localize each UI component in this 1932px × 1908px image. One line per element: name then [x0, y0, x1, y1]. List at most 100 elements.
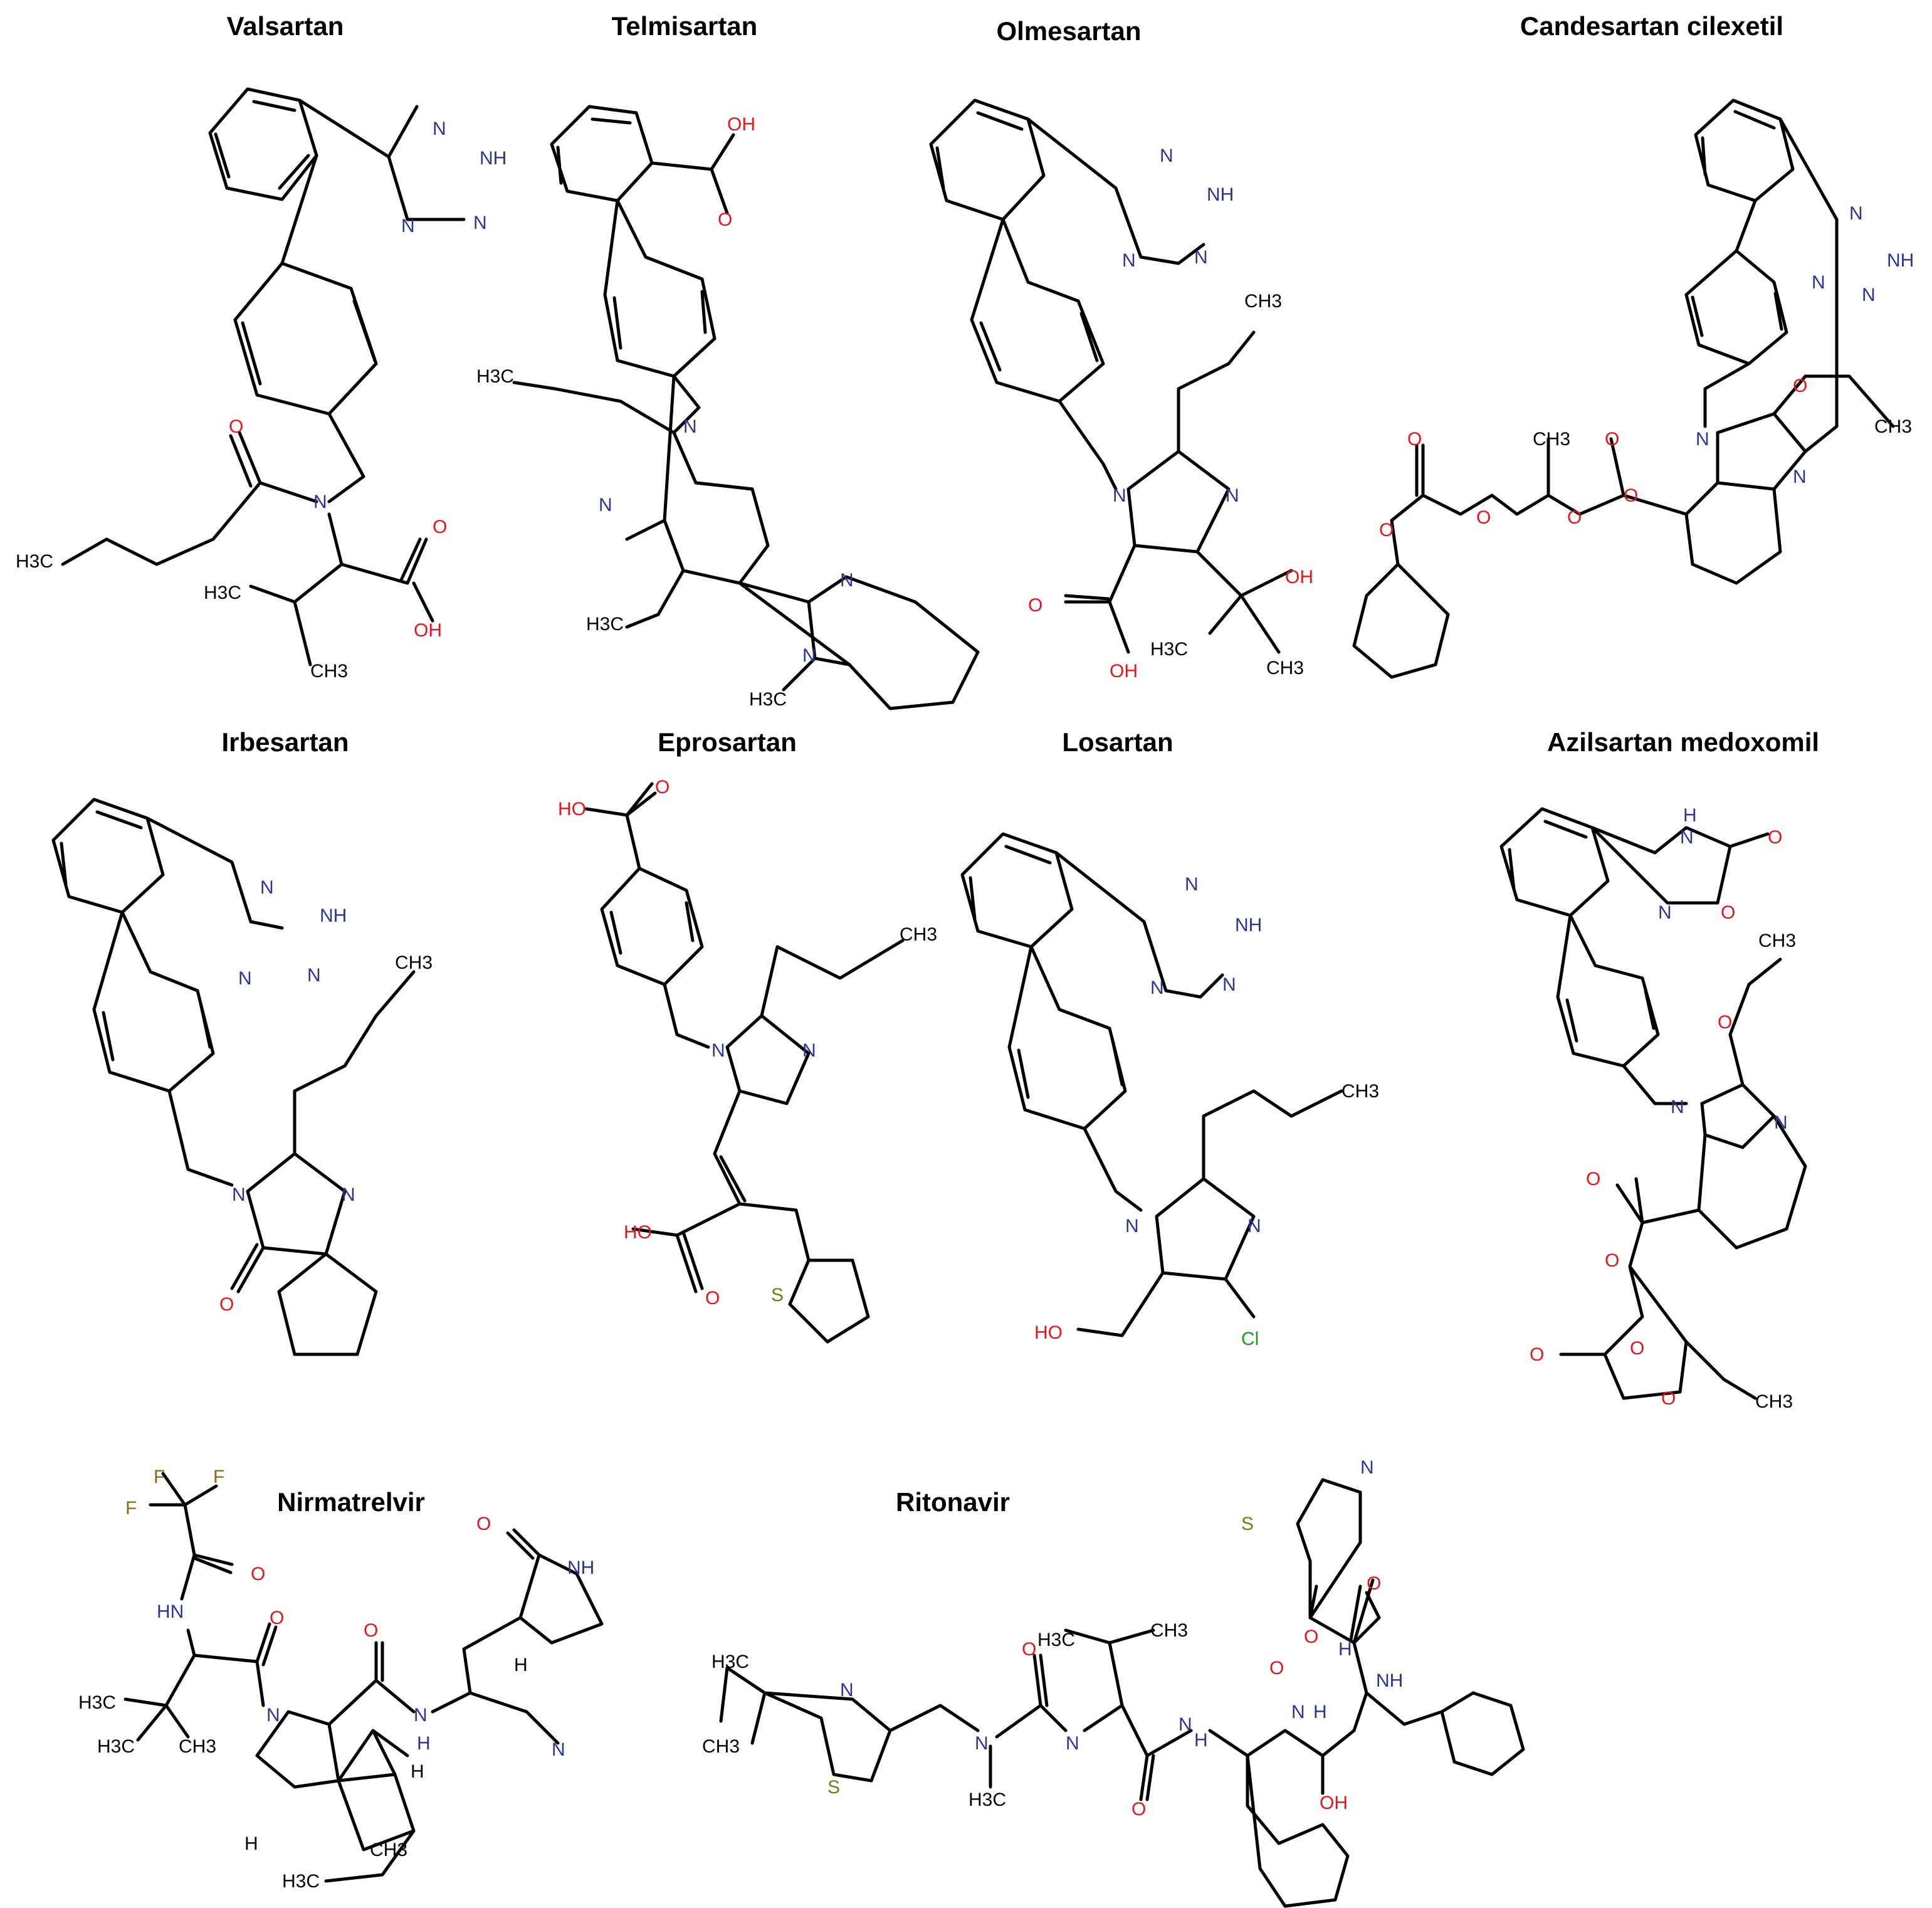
atom-label: N	[1360, 1457, 1374, 1478]
atom-label: CH3	[1758, 930, 1796, 951]
atom-label: O	[655, 777, 669, 798]
atom-label: O	[1567, 507, 1582, 528]
atom-label: H	[417, 1733, 431, 1754]
atom-label: N	[307, 965, 321, 986]
atom-label: O	[1379, 520, 1394, 540]
atom-label: HN	[157, 1601, 184, 1622]
atom-label: NH	[567, 1557, 594, 1578]
atom-label: H	[1194, 1730, 1208, 1751]
atom-label: CH3	[310, 661, 348, 682]
atom-label: N	[552, 1739, 565, 1760]
structure-eprosartan	[584, 782, 905, 1344]
atom-label: S	[771, 1285, 784, 1305]
title-telmisartan: Telmisartan	[612, 11, 758, 41]
atom-label: OH	[1320, 1793, 1348, 1813]
atom-label: N	[1122, 250, 1136, 271]
structure-losartan	[960, 832, 1343, 1337]
atom-label: O	[433, 517, 447, 537]
atom-label: O	[1269, 1658, 1284, 1679]
atom-label: CH3	[702, 1736, 740, 1757]
atom-label: N	[711, 1040, 725, 1061]
atom-label: Cl	[1241, 1329, 1259, 1349]
structure-irbesartan	[51, 798, 416, 1356]
atom-label: NH	[1235, 915, 1262, 936]
atom-label: O	[1768, 827, 1782, 848]
atom-label: N	[1179, 1714, 1192, 1735]
atom-label: N	[1680, 827, 1694, 848]
atom-label: CH3	[900, 924, 937, 945]
atom-label: O	[1367, 1573, 1381, 1594]
atom-label: H3C	[97, 1736, 135, 1757]
atom-label: N	[1160, 145, 1173, 166]
atom-label: O	[1605, 429, 1619, 450]
atom-label: N	[266, 1705, 280, 1726]
atom-label: H	[244, 1833, 258, 1854]
atom-label: N	[1125, 1216, 1139, 1236]
atom-label: H3C	[282, 1871, 320, 1892]
atom-label: H	[411, 1761, 424, 1782]
atom-label: O	[1793, 376, 1807, 396]
atom-label: H3C	[969, 1789, 1006, 1810]
atom-label: H3C	[204, 582, 241, 603]
atom-label: H3C	[1150, 639, 1188, 660]
atom-label: N	[1862, 285, 1876, 305]
atom-label: O	[1605, 1250, 1619, 1271]
atom-label: NH	[1376, 1670, 1403, 1691]
atom-label: N	[232, 1184, 246, 1205]
title-ritonavir: Ritonavir	[896, 1487, 1010, 1517]
atom-label: OH	[1285, 567, 1313, 588]
atom-label: OH	[1110, 661, 1138, 682]
atom-label: O	[1530, 1344, 1544, 1365]
atom-label: CH3	[1341, 1081, 1379, 1102]
atom-label: H3C	[749, 689, 787, 710]
atom-label: CH3	[1755, 1391, 1793, 1412]
atom-label: N	[683, 416, 697, 437]
atom-label: O	[1586, 1169, 1600, 1189]
atom-label: N	[342, 1184, 355, 1205]
atom-label: O	[718, 209, 732, 230]
atom-label: O	[219, 1294, 234, 1315]
atom-label: CH3	[370, 1840, 407, 1860]
atom-label: N	[473, 213, 487, 233]
atom-label: CH3	[1533, 429, 1570, 450]
title-eprosartan: Eprosartan	[658, 727, 797, 757]
atom-label: O	[1022, 1639, 1036, 1660]
atom-label: N	[260, 877, 274, 898]
atom-label: CH3	[1266, 658, 1304, 678]
atom-label: OH	[414, 620, 442, 641]
atom-label: NH	[1887, 250, 1914, 271]
atom-label: N	[1066, 1733, 1079, 1754]
atom-label: OH	[727, 114, 755, 135]
atom-label: H3C	[16, 551, 53, 572]
atom-label: H	[1338, 1639, 1352, 1660]
atom-label: O	[1661, 1388, 1676, 1409]
atom-label: O	[1304, 1626, 1318, 1647]
atom-label: CH3	[1874, 416, 1912, 437]
structure-candesartan-cilexetil	[1352, 98, 1895, 679]
atom-label: N	[1658, 902, 1672, 923]
atom-label: O	[705, 1288, 720, 1309]
structure-valsartan	[61, 87, 466, 667]
atom-label: O	[1407, 429, 1422, 450]
title-olmesartan: Olmesartan	[996, 16, 1141, 46]
atom-label: S	[1241, 1514, 1254, 1534]
atom-label: NH	[480, 148, 507, 169]
atom-label: N	[401, 216, 415, 236]
atom-label: O	[251, 1564, 265, 1584]
structure-azilsartan-medoxomil	[1499, 807, 1807, 1400]
atom-label: N	[599, 495, 612, 515]
atom-label: HO	[1034, 1322, 1063, 1343]
atom-label: CH3	[179, 1736, 216, 1757]
atom-label: N	[1849, 203, 1863, 224]
atom-label: N	[1222, 974, 1236, 995]
title-azilsartan-medoxomil: Azilsartan medoxomil	[1547, 727, 1819, 757]
atom-label: HO	[558, 799, 586, 820]
atom-label: N	[1671, 1097, 1684, 1117]
atom-label: H	[514, 1655, 528, 1675]
atom-label: CH3	[1244, 291, 1282, 312]
atom-label: N	[1185, 874, 1199, 895]
structure-olmesartan	[929, 98, 1293, 654]
atom-label: H	[1313, 1702, 1327, 1722]
atom-label: H3C	[711, 1652, 749, 1672]
